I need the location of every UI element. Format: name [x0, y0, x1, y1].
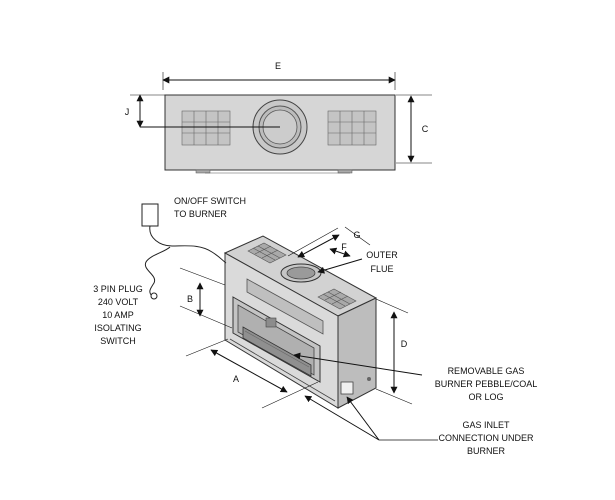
plug-label-2: 240 VOLT [98, 297, 139, 307]
dim-a-label: A [233, 374, 239, 384]
plug-label-3: 10 AMP [102, 310, 134, 320]
dim-c-label: C [422, 124, 429, 134]
flue-leader [317, 258, 363, 274]
plug-icon [150, 292, 158, 300]
dim-f-label: F [341, 242, 347, 252]
switch-box [141, 203, 159, 227]
callout-switch: ON/OFF SWITCH TO BURNER [174, 196, 246, 219]
electrical [141, 203, 227, 300]
flue-label-1: OUTER [366, 250, 398, 260]
gas-label-3: BURNER [467, 446, 506, 456]
iso-front-slot [246, 278, 324, 335]
gas-leader-2 [346, 396, 380, 441]
switch-label-2: TO BURNER [174, 209, 227, 219]
gas-leader-1 [304, 395, 380, 441]
callout-flue: OUTER FLUE [366, 250, 398, 274]
burner-label-3: OR LOG [468, 392, 503, 402]
burner-label-1: REMOVABLE GAS [448, 366, 525, 376]
iso-top-grille-front [317, 288, 357, 310]
dim-f-line [329, 247, 351, 258]
dim-d-label: D [401, 339, 408, 349]
switch-cable [149, 225, 227, 264]
plug-cable [144, 246, 171, 297]
top-view-right-grille [327, 110, 377, 146]
iso-gas-inlet-panel [340, 381, 354, 395]
iso-flue [280, 263, 322, 283]
plug-label-4: ISOLATING [94, 323, 141, 333]
flue-label-2: FLUE [370, 264, 393, 274]
dim-g-label: G [353, 230, 360, 240]
dim-j-label: J [125, 107, 130, 117]
callout-burner: REMOVABLE GAS BURNER PEBBLE/COAL OR LOG [435, 366, 538, 402]
switch-label-1: ON/OFF SWITCH [174, 196, 246, 206]
iso-view: B A D G F [179, 226, 413, 409]
callout-plug: 3 PIN PLUG 240 VOLT 10 AMP ISOLATING SWI… [93, 284, 143, 346]
burner-label-2: BURNER PEBBLE/COAL [435, 379, 538, 389]
top-view-left-grille [181, 110, 231, 146]
dim-a-line [210, 349, 288, 393]
gas-label-2: CONNECTION UNDER [438, 433, 534, 443]
iso-side-face [337, 297, 377, 409]
gas-label-1: GAS INLET [462, 420, 510, 430]
plug-label-5: SWITCH [100, 336, 136, 346]
burner-leader [293, 352, 423, 376]
dim-b-label: B [187, 294, 193, 304]
plug-label-1: 3 PIN PLUG [93, 284, 143, 294]
top-view: E J C [125, 61, 432, 174]
dim-e-label: E [275, 61, 281, 71]
callout-gas-inlet: GAS INLET CONNECTION UNDER BURNER [438, 420, 534, 456]
iso-top-grille-rear [247, 242, 287, 264]
dim-g-line [297, 234, 340, 258]
